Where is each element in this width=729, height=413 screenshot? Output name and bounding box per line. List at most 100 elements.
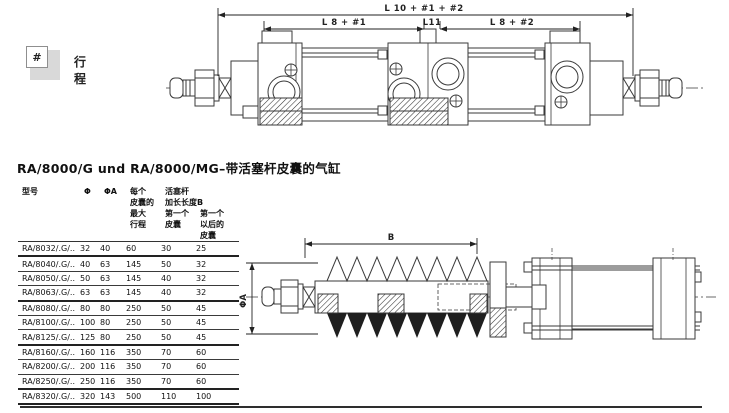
dim-label-right: L 8 + #2 [490,18,534,28]
cell-stroke: 145 [126,288,142,298]
table-row: RA/8032/.G/.. 32 40 60 30 25 [18,242,239,258]
cell-stroke: 250 [126,332,142,342]
table-body: RA/8032/.G/.. 32 40 60 30 25 RA/8040/.G/… [18,242,239,406]
page-bottom-rule [20,406,702,408]
dim-label-overall: L 10 + #1 + #2 [384,4,463,14]
cell-model: RA/8080/.G/.. [22,303,75,313]
cell-phi-a: 40 [100,244,111,254]
stroke-legend-label: 行程 [74,55,87,86]
dim-label-b: B [388,233,394,243]
cell-stroke: 250 [126,318,142,328]
cell-first-bellows: 70 [161,362,172,372]
cell-phi-a: 63 [100,273,111,283]
cell-phi-a: 63 [100,288,111,298]
stroke-symbol-box: # [26,46,48,68]
col-header-subsequent-bellows: 第一个 以后的 皮囊 [200,209,224,240]
cell-subsequent-bellows: 60 [196,362,207,372]
cell-subsequent-bellows: 60 [196,376,207,386]
cell-first-bellows: 110 [161,392,177,402]
cell-stroke: 350 [126,362,142,372]
table-row: RA/8040/.G/.. 40 63 145 50 32 [18,257,239,272]
cell-subsequent-bellows: 32 [196,273,207,283]
cell-phi-a: 80 [100,332,111,342]
section-title: RA/8000/G und RA/8000/MG–带活塞杆皮囊的气缸 [17,161,341,176]
cell-first-bellows: 50 [161,332,172,342]
cell-model: RA/8100/.G/.. [22,318,75,328]
table-row: RA/8320/.G/.. 320 143 500 110 100 [18,390,239,403]
cell-phi: 200 [80,362,96,372]
cell-stroke: 145 [126,273,142,283]
cell-stroke: 145 [126,259,142,269]
cell-model: RA/8250/.G/.. [22,376,75,386]
cell-model: RA/8050/.G/.. [22,273,75,283]
cell-subsequent-bellows: 32 [196,259,207,269]
cell-phi: 250 [80,376,96,386]
table-row: RA/8200/.G/.. 200 116 350 70 60 [18,360,239,375]
col-header-model: 型号 [22,187,38,196]
cell-first-bellows: 50 [161,318,172,328]
tandem-cylinder-drawing: L 10 + #1 + #2 L 8 + #1 L11 L 8 + #2 [166,4,704,126]
table-row: RA/8100/.G/.. 100 80 250 50 45 [18,316,239,331]
cell-subsequent-bellows: 32 [196,288,207,298]
stroke-symbol: # [32,50,42,64]
cell-subsequent-bellows: 25 [196,244,207,254]
cell-first-bellows: 40 [161,273,172,283]
table-row: RA/8125/.G/.. 125 80 250 50 45 [18,330,239,346]
cell-phi-a: 143 [100,392,116,402]
cell-stroke: 250 [126,303,142,313]
table-header: 型号 Φ ΦA 每个 皮囊的 最大 行程 活塞杆 加长长度B 第一个 皮囊 第一… [18,186,239,242]
cell-phi: 63 [80,288,91,298]
cell-phi-a: 116 [100,376,116,386]
cell-first-bellows: 50 [161,259,172,269]
col-header-phi: Φ [84,187,91,196]
dim-label-mid: L11 [423,18,442,28]
cell-first-bellows: 40 [161,288,172,298]
dim-label-dia-a: ΦA [239,294,249,308]
cell-stroke: 60 [126,244,137,254]
cell-phi-a: 116 [100,347,116,357]
cell-first-bellows: 30 [161,244,172,254]
cell-phi: 320 [80,392,96,402]
dim-label-left: L 8 + #1 [322,18,366,28]
cell-phi: 50 [80,273,91,283]
spec-table: 型号 Φ ΦA 每个 皮囊的 最大 行程 活塞杆 加长长度B 第一个 皮囊 第一… [18,186,239,406]
cell-phi: 80 [80,303,91,313]
cell-phi-a: 80 [100,303,111,313]
cell-stroke: 350 [126,376,142,386]
cell-model: RA/8200/.G/.. [22,362,75,372]
cell-model: RA/8040/.G/.. [22,259,75,269]
cell-phi: 100 [80,318,96,328]
cell-first-bellows: 70 [161,376,172,386]
cell-model: RA/8063/.G/.. [22,288,75,298]
cell-model: RA/8125/.G/.. [22,332,75,342]
cell-phi: 32 [80,244,91,254]
table-row: RA/8050/.G/.. 50 63 145 40 32 [18,272,239,287]
cell-phi-a: 63 [100,259,111,269]
col-header-phi-a: ΦA [104,187,117,196]
table-row: RA/8080/.G/.. 80 80 250 50 45 [18,302,239,316]
cell-model: RA/8032/.G/.. [22,244,75,254]
cell-phi-a: 116 [100,362,116,372]
cell-first-bellows: 50 [161,303,172,313]
cell-model: RA/8160/.G/.. [22,347,75,357]
cell-phi: 160 [80,347,96,357]
bellows-cylinder-drawing: B ΦA [239,233,716,340]
table-row: RA/8160/.G/.. 160 116 350 70 60 [18,346,239,361]
table-row: RA/8063/.G/.. 63 63 145 40 32 [18,286,239,302]
cell-stroke: 350 [126,347,142,357]
cell-model: RA/8320/.G/.. [22,392,75,402]
cell-phi-a: 80 [100,318,111,328]
cell-subsequent-bellows: 45 [196,332,207,342]
col-header-first-bellows: 第一个 皮囊 [165,209,189,229]
col-header-stroke: 每个 皮囊的 最大 行程 [130,187,154,229]
cell-subsequent-bellows: 45 [196,303,207,313]
cell-phi: 125 [80,332,96,342]
cell-phi: 40 [80,259,91,269]
col-header-rod-extension-group: 活塞杆 加长长度B [165,187,204,207]
table-row: RA/8250/.G/.. 250 116 350 70 60 [18,375,239,390]
cell-subsequent-bellows: 60 [196,347,207,357]
cell-first-bellows: 70 [161,347,172,357]
cell-stroke: 500 [126,392,142,402]
cell-subsequent-bellows: 45 [196,318,207,328]
